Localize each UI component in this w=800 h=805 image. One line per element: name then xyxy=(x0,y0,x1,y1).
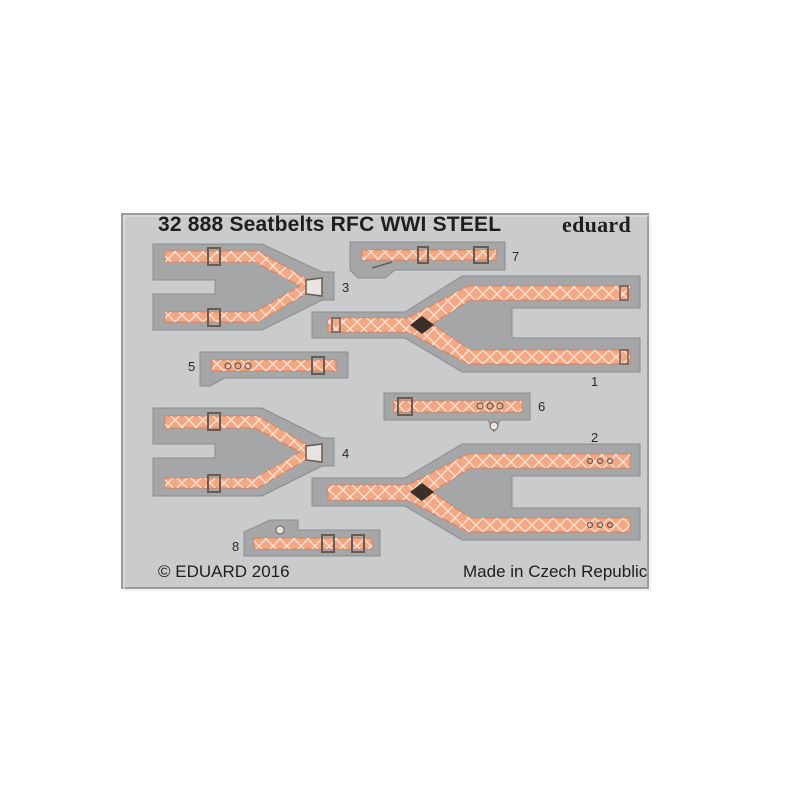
part-number-6: 6 xyxy=(538,399,546,414)
part-number-5: 5 xyxy=(188,359,196,374)
part-number-1: 1 xyxy=(591,374,599,389)
part-1-harness xyxy=(311,275,641,373)
part-number-4: 4 xyxy=(342,446,350,461)
part-7-strap xyxy=(349,241,506,279)
part-6-strap xyxy=(383,392,531,434)
part-5-strap xyxy=(199,351,349,387)
part-3-harness xyxy=(152,243,335,331)
part-number-8: 8 xyxy=(232,539,240,554)
part-number-3: 3 xyxy=(342,280,350,295)
brand-logo: eduard xyxy=(562,212,632,237)
part-number-7: 7 xyxy=(512,249,520,264)
copyright-text: © EDUARD 2016 xyxy=(158,562,290,581)
part-number-2: 2 xyxy=(591,430,599,445)
part-2-harness xyxy=(311,443,641,541)
part-4-harness xyxy=(152,407,335,497)
sheet-title: 32 888 Seatbelts RFC WWI STEEL xyxy=(158,213,502,236)
part-8-strap xyxy=(243,519,381,557)
origin-text: Made in Czech Republic xyxy=(463,562,648,581)
